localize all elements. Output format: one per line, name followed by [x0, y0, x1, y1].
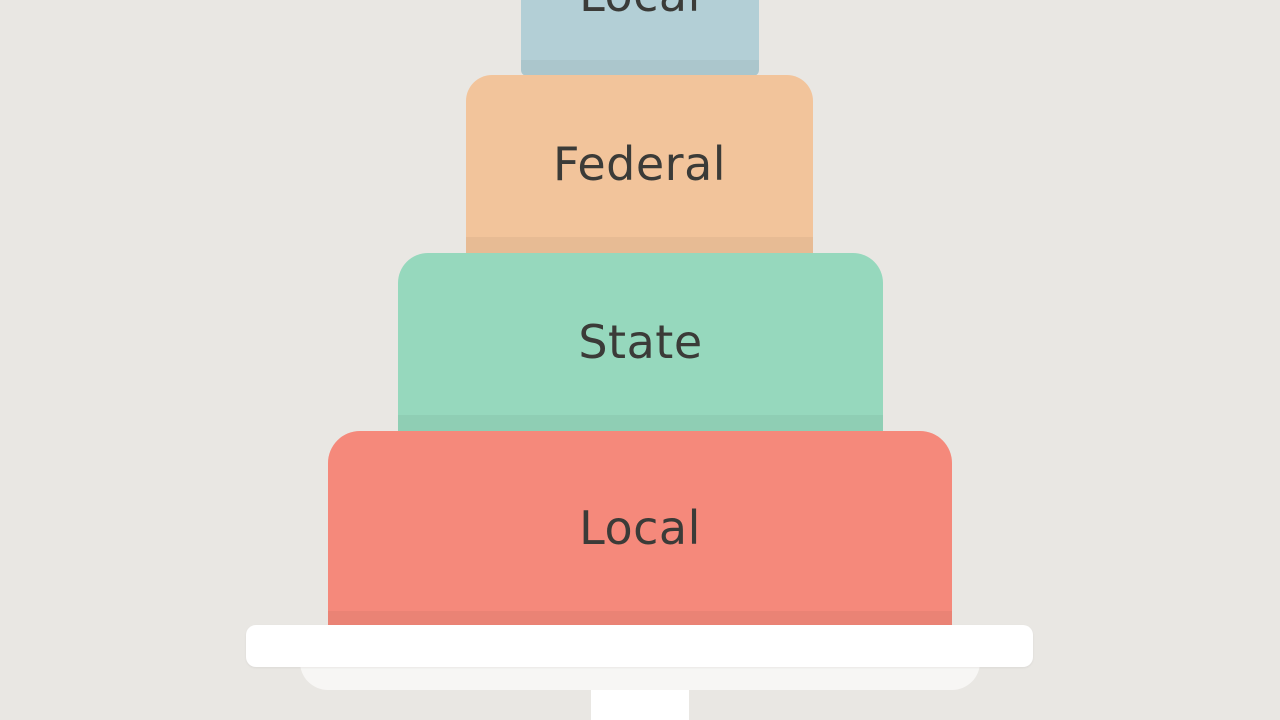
- tier-top-label: Local: [579, 0, 701, 22]
- tier-top-shade: [521, 60, 759, 76]
- tier-federal: Federal: [466, 75, 813, 253]
- tier-state-label: State: [578, 315, 703, 369]
- cake-stand-plate: [246, 625, 1033, 667]
- tier-federal-shade: [466, 237, 813, 253]
- tier-state-shade: [398, 415, 883, 431]
- tier-state: State: [398, 253, 883, 431]
- tier-local-label: Local: [579, 501, 701, 555]
- tier-top: Local: [521, 0, 759, 76]
- tier-local-shade: [328, 611, 952, 625]
- tier-federal-label: Federal: [552, 137, 727, 191]
- tier-local: Local: [328, 431, 952, 625]
- cake-stand-stem: [591, 690, 689, 720]
